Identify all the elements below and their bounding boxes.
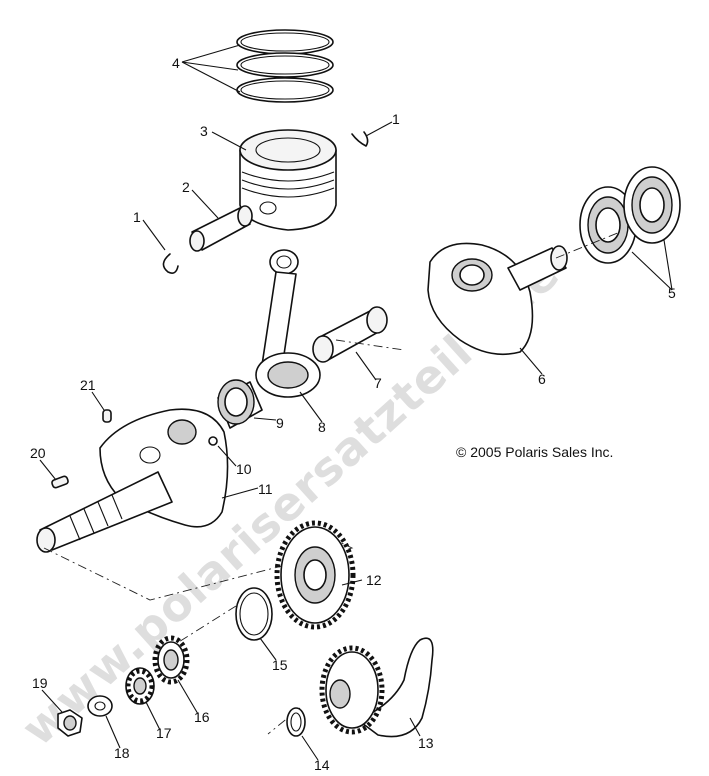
- callout-1-left: 1: [133, 209, 141, 225]
- needle-bearing: [217, 379, 263, 429]
- gear-16: [152, 635, 190, 685]
- callout-1-right: 1: [392, 111, 400, 127]
- washer-14: [286, 707, 306, 737]
- washer-18: [87, 695, 113, 717]
- callout-13: 13: [418, 735, 434, 751]
- copyright-notice: © 2005 Polaris Sales Inc.: [456, 444, 613, 460]
- callout-numbers: 4 3 2 1 1 5 6 7 8 9 10 11 12 13 14 15 16…: [30, 55, 676, 773]
- callout-9: 9: [276, 415, 284, 431]
- callout-14: 14: [314, 757, 330, 773]
- key-21: [102, 409, 112, 423]
- callout-12: 12: [366, 572, 382, 588]
- key-20: [51, 475, 69, 489]
- circlip-left: [162, 253, 179, 274]
- callout-16: 16: [194, 709, 210, 725]
- callout-10: 10: [236, 461, 252, 477]
- callout-2: 2: [182, 179, 190, 195]
- callout-18: 18: [114, 745, 130, 761]
- ball-bearing-front: [579, 186, 637, 264]
- callout-20: 20: [30, 445, 46, 461]
- callout-11: 11: [258, 481, 273, 497]
- piston-rings: [236, 29, 334, 103]
- ball-bearing-rear: [623, 166, 681, 244]
- crank-pin: [312, 306, 388, 363]
- callout-5: 5: [668, 285, 676, 301]
- crankshaft-half-right: [427, 242, 568, 356]
- callout-6: 6: [538, 371, 546, 387]
- gear-12: [274, 520, 356, 630]
- callout-4: 4: [172, 55, 180, 71]
- callout-7: 7: [374, 375, 382, 391]
- circlip-right: [351, 131, 369, 147]
- callout-21: 21: [80, 377, 96, 393]
- callout-3: 3: [200, 123, 208, 139]
- balancer-shaft-13: [319, 637, 434, 738]
- callout-15: 15: [272, 657, 288, 673]
- piston-pin: [189, 205, 253, 252]
- callout-8: 8: [318, 419, 326, 435]
- washer-15: [235, 587, 273, 641]
- gear-17: [125, 667, 155, 705]
- connecting-rod: [255, 249, 321, 398]
- nut-19: [57, 709, 83, 737]
- leader-lines: [39, 44, 673, 761]
- callout-19: 19: [32, 675, 48, 691]
- callout-17: 17: [156, 725, 172, 741]
- ball-10: [208, 436, 218, 446]
- piston: [239, 129, 337, 231]
- crankshaft-half-left: [36, 408, 229, 553]
